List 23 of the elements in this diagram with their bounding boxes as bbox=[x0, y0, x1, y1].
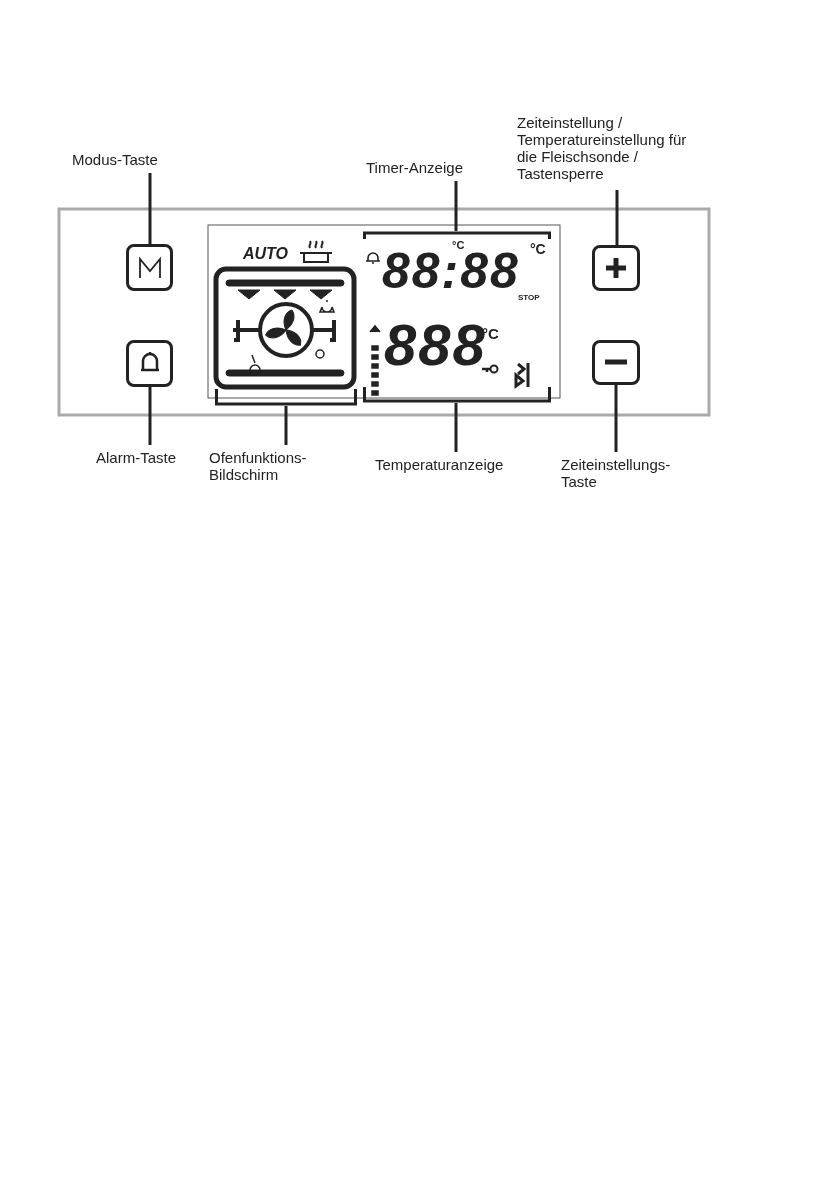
callout-label: Zeiteinstellungs- Taste bbox=[561, 456, 693, 492]
panel-button bbox=[126, 244, 173, 291]
auto-indicator: AUTO bbox=[243, 246, 289, 262]
callout-label: Ofenfunktions- Bildschirm bbox=[209, 449, 349, 485]
leader-line bbox=[148, 173, 152, 244]
panel-button bbox=[592, 245, 640, 291]
timer-digits: 88:88 bbox=[382, 252, 520, 291]
panel-button bbox=[126, 340, 173, 387]
callout-label: Alarm-Taste bbox=[96, 449, 206, 467]
panel-button bbox=[592, 340, 640, 385]
callout-label: Modus-Taste bbox=[72, 151, 192, 169]
stop-indicator: STOP bbox=[518, 294, 540, 302]
callout-label: Temperaturanzeige bbox=[375, 456, 535, 474]
leader-line bbox=[454, 181, 458, 231]
callout-label: Timer-Anzeige bbox=[366, 159, 496, 177]
leader-line bbox=[615, 190, 619, 245]
leader-line bbox=[148, 387, 152, 445]
leader-line bbox=[454, 403, 458, 452]
callout-label: Zeiteinstellung / Temperatureinstellung für die Fleischsonde / Tastensperre bbox=[517, 114, 695, 186]
unit-symbol: °C bbox=[482, 326, 499, 341]
leader-line bbox=[284, 406, 288, 445]
leader-line bbox=[614, 385, 618, 452]
unit-symbol: °C bbox=[452, 240, 465, 251]
